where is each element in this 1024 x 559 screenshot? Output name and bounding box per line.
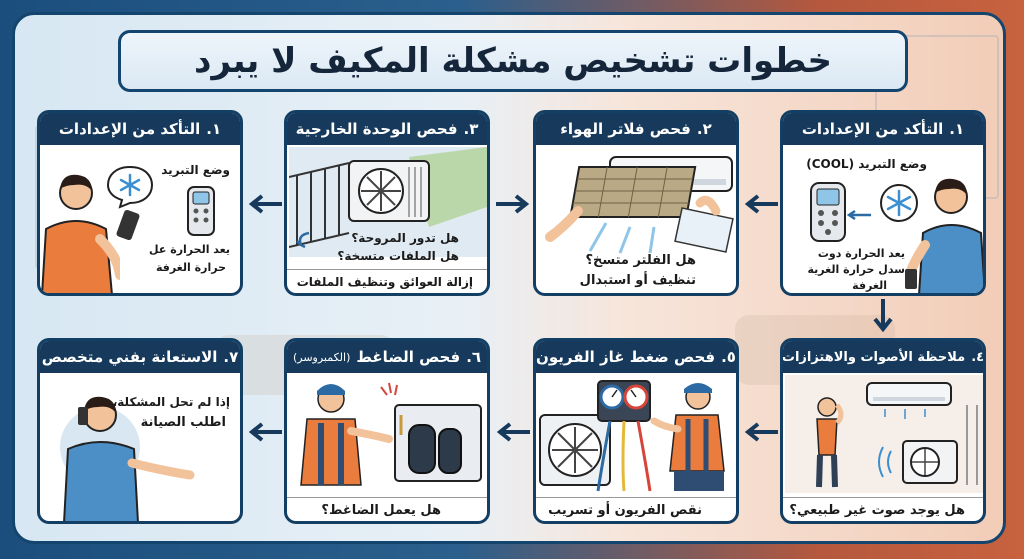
step-number: ١. [206, 120, 222, 138]
divider [287, 269, 487, 270]
card-title: فحص الوحدة الخارجية [295, 120, 458, 138]
card-header: ٤. ملاحظة الأصوات والاهتزازات [783, 341, 983, 373]
card-title: الاستعانة بفني متخصص [41, 348, 218, 366]
remote-control-icon [810, 182, 846, 242]
flow-arrow-left-icon [248, 194, 282, 214]
card-header: ٢. فحص فلاتر الهواء [536, 113, 736, 145]
flow-arrow-left-icon [496, 422, 530, 442]
phone-icon [116, 209, 140, 241]
card-title-sub: (الكمبروسر) [292, 350, 351, 364]
card-title: التأكد من الإعدادات [801, 120, 944, 138]
card-title: فحص الضاغط [356, 348, 461, 366]
flow-arrow-left-icon [248, 422, 282, 442]
title-banner: خطوات تشخيص مشكلة المكيف لا يبرد [118, 30, 908, 92]
coils-dirty-question: هل الملفات متسخة؟ [337, 249, 459, 263]
card-step-1-settings-alt: ١. التأكد من الإعدادات وضع التبريد [37, 110, 243, 296]
filter-dirty-question: هل الفلتر متسخ؟ [585, 253, 696, 268]
flow-arrow-down-icon [873, 299, 893, 333]
man-with-remote-illustration [905, 178, 983, 293]
step-number: ١. [949, 120, 965, 138]
step-number: ٥. [721, 348, 736, 366]
step-number: ٧. [223, 348, 239, 366]
card-title: التأكد من الإعدادات [58, 120, 201, 138]
card-step-5-freon: ٥. فحص ضغط غاز الفريون [533, 338, 739, 524]
step-number: ٤. [971, 349, 985, 365]
temp-label-line2: سدل حرارة الغرية [807, 263, 906, 276]
request-maintenance-label: اطلب الصيانة [140, 415, 226, 430]
clean-or-replace-label: تنظيف أو استبدال [579, 273, 696, 288]
flow-arrow-right-icon [496, 194, 530, 214]
divider [783, 497, 983, 498]
card-header: ٣. فحص الوحدة الخارجية [287, 113, 487, 145]
card-header: ٥. فحص ضغط غاز الفريون [536, 341, 736, 373]
abnormal-noise-question: هل يوجد صوت غير طبيعي؟ [789, 503, 965, 518]
page-title: خطوات تشخيص مشكلة المكيف لا يبرد [194, 41, 832, 81]
card-step-2-filters: ٢. فحص فلاتر الهواء [533, 110, 739, 296]
arrow-left-icon [846, 209, 871, 221]
card-title: فحص فلاتر الهواء [560, 120, 691, 138]
compressor-working-question: هل يعمل الضاغط؟ [321, 503, 441, 518]
problem-not-solved-label: إذا لم تحل المشكلة، [112, 395, 230, 409]
card-step-6-compressor: ٦. فحص الضاغط (الكمبروسر) هل يعمل الضاغط… [284, 338, 490, 524]
flow-arrow-left-icon [744, 194, 778, 214]
noise-check-illustration [785, 375, 983, 493]
card-header: ١. التأكد من الإعدادات [783, 113, 983, 145]
cool-mode-label: وضع التبريد [161, 163, 230, 177]
temp-label-line2: حرارة الغرفة [155, 261, 226, 274]
card-step-1-settings: ١. التأكد من الإعدادات وضع التبريد (COOL… [780, 110, 986, 296]
man-calling-illustration [60, 396, 195, 521]
snowflake-bubble-icon [106, 165, 154, 209]
card-header: ١. التأكد من الإعدادات [40, 113, 240, 145]
freon-leak-label: نقص الفريون أو تسريب [548, 503, 702, 518]
card-step-7-technician: ٧. الاستعانة بفني متخصص إذا لم تحل المشك… [37, 338, 243, 524]
step-number: ٢. [696, 120, 712, 138]
outdoor-unit-illustration [289, 147, 487, 257]
air-filter-illustration [545, 156, 734, 254]
card-title: ملاحظة الأصوات والاهتزازات [781, 349, 966, 365]
fan-spinning-question: هل تدور المروحة؟ [351, 231, 459, 245]
card-title: فحص ضغط غاز الفريون [536, 348, 716, 366]
freon-gauge-illustration [539, 380, 725, 492]
divider [536, 497, 736, 498]
step-number: ٣. [463, 120, 479, 138]
snowflake-icon [880, 184, 918, 222]
step-number: ٦. [466, 348, 482, 366]
card-step-4-noises: ٤. ملاحظة الأصوات والاهتزازات [780, 338, 986, 524]
remove-obstructions-label: إزالة العوائق وتنظيف الملفات [296, 275, 473, 289]
card-step-3-outdoor-unit: ٣. فحص الوحدة الخارجية هل تدور المرو [284, 110, 490, 296]
remote-control-icon [187, 186, 215, 236]
card-header: ٧. الاستعانة بفني متخصص [40, 341, 240, 373]
rotate-arrow-icon [296, 231, 310, 249]
divider [287, 497, 487, 498]
card-header: ٦. فحص الضاغط (الكمبروسر) [287, 341, 487, 373]
compressor-illustration [300, 382, 482, 486]
flow-arrow-left-icon [744, 422, 778, 442]
cool-mode-label: وضع التبريد (COOL) [806, 157, 927, 171]
man-with-phone-illustration [41, 174, 120, 293]
temp-label-line1: يعد الحرارة عل [149, 243, 230, 256]
temp-label-line1: يعد الحرارة دوت [817, 247, 905, 260]
temp-label-line3: الغرفة [852, 279, 887, 292]
